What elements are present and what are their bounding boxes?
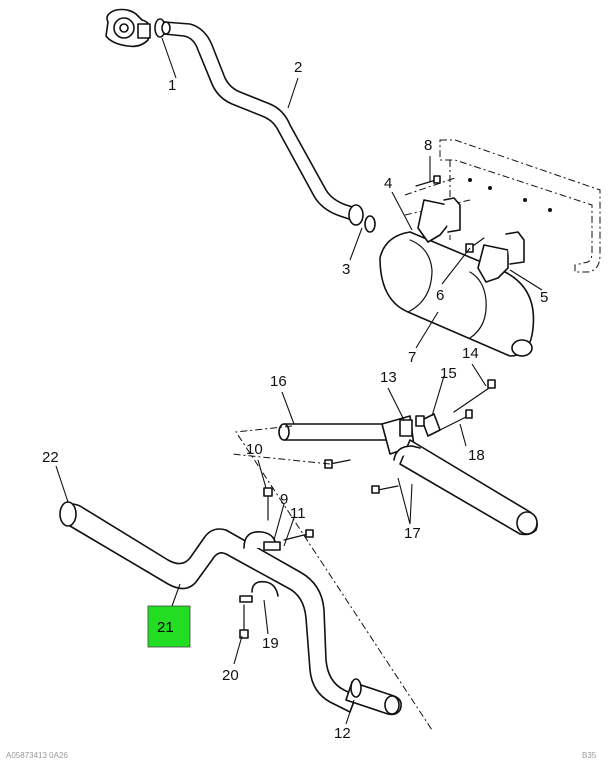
- bolt-14: [453, 379, 496, 413]
- turbocharger: [105, 8, 151, 48]
- callout-21[interactable]: 21: [157, 619, 174, 636]
- tailpipe-end: [345, 678, 402, 716]
- footer-right: B35: [582, 751, 597, 760]
- callout-4: 4: [384, 175, 392, 192]
- callout-22: 22: [42, 449, 59, 466]
- callout-10: 10: [246, 441, 263, 458]
- tailpipe-bracket: [381, 415, 415, 455]
- callout-11: 11: [290, 505, 306, 522]
- callout-14: 14: [462, 345, 479, 362]
- callout-17: 17: [404, 525, 421, 542]
- exhaust-pipe-upper: [161, 21, 357, 221]
- callout-15: 15: [440, 365, 457, 382]
- pipe-clamp-upper: [243, 531, 281, 551]
- callout-1: 1: [168, 77, 176, 94]
- callout-12: 12: [334, 725, 351, 742]
- callout-19: 19: [262, 635, 279, 652]
- pipe-clamp-lower: [239, 580, 279, 603]
- highlighted-callout-box[interactable]: [147, 605, 191, 648]
- bolt-20: [239, 604, 249, 639]
- callout-5: 5: [540, 289, 548, 306]
- callout-9: 9: [280, 491, 288, 508]
- muffler-bracket-rear: [477, 231, 525, 283]
- callout-6: 6: [436, 287, 444, 304]
- bolt-11: [283, 529, 314, 541]
- bolt-18: [439, 409, 473, 431]
- bracket-bolt-8: [415, 175, 441, 187]
- tailpipe-middle: [399, 439, 538, 536]
- callout-7: 7: [408, 349, 416, 366]
- muffler-bracket-front: [417, 197, 461, 243]
- callout-18: 18: [468, 447, 485, 464]
- footer-left: A05873413 0A26: [6, 751, 68, 760]
- callout-2: 2: [294, 59, 302, 76]
- callout-labels: 1 2 3 4 5 6 7 8 9 10 11 12 13 14 15 16 1…: [42, 59, 548, 742]
- callout-20: 20: [222, 667, 239, 684]
- callout-3: 3: [342, 261, 350, 278]
- bolt-10: [263, 487, 273, 521]
- callout-13: 13: [380, 369, 397, 386]
- u-bolt-clamp: [393, 445, 421, 461]
- callout-16: 16: [270, 373, 287, 390]
- bracket-clamp-15: [415, 413, 441, 437]
- bolt-17: [324, 459, 399, 494]
- leader-lines: [55, 37, 543, 725]
- callout-8: 8: [424, 137, 432, 154]
- inlet-pipe: [278, 423, 393, 441]
- muffler: [379, 231, 535, 357]
- pipe-clamp-3: [348, 204, 376, 233]
